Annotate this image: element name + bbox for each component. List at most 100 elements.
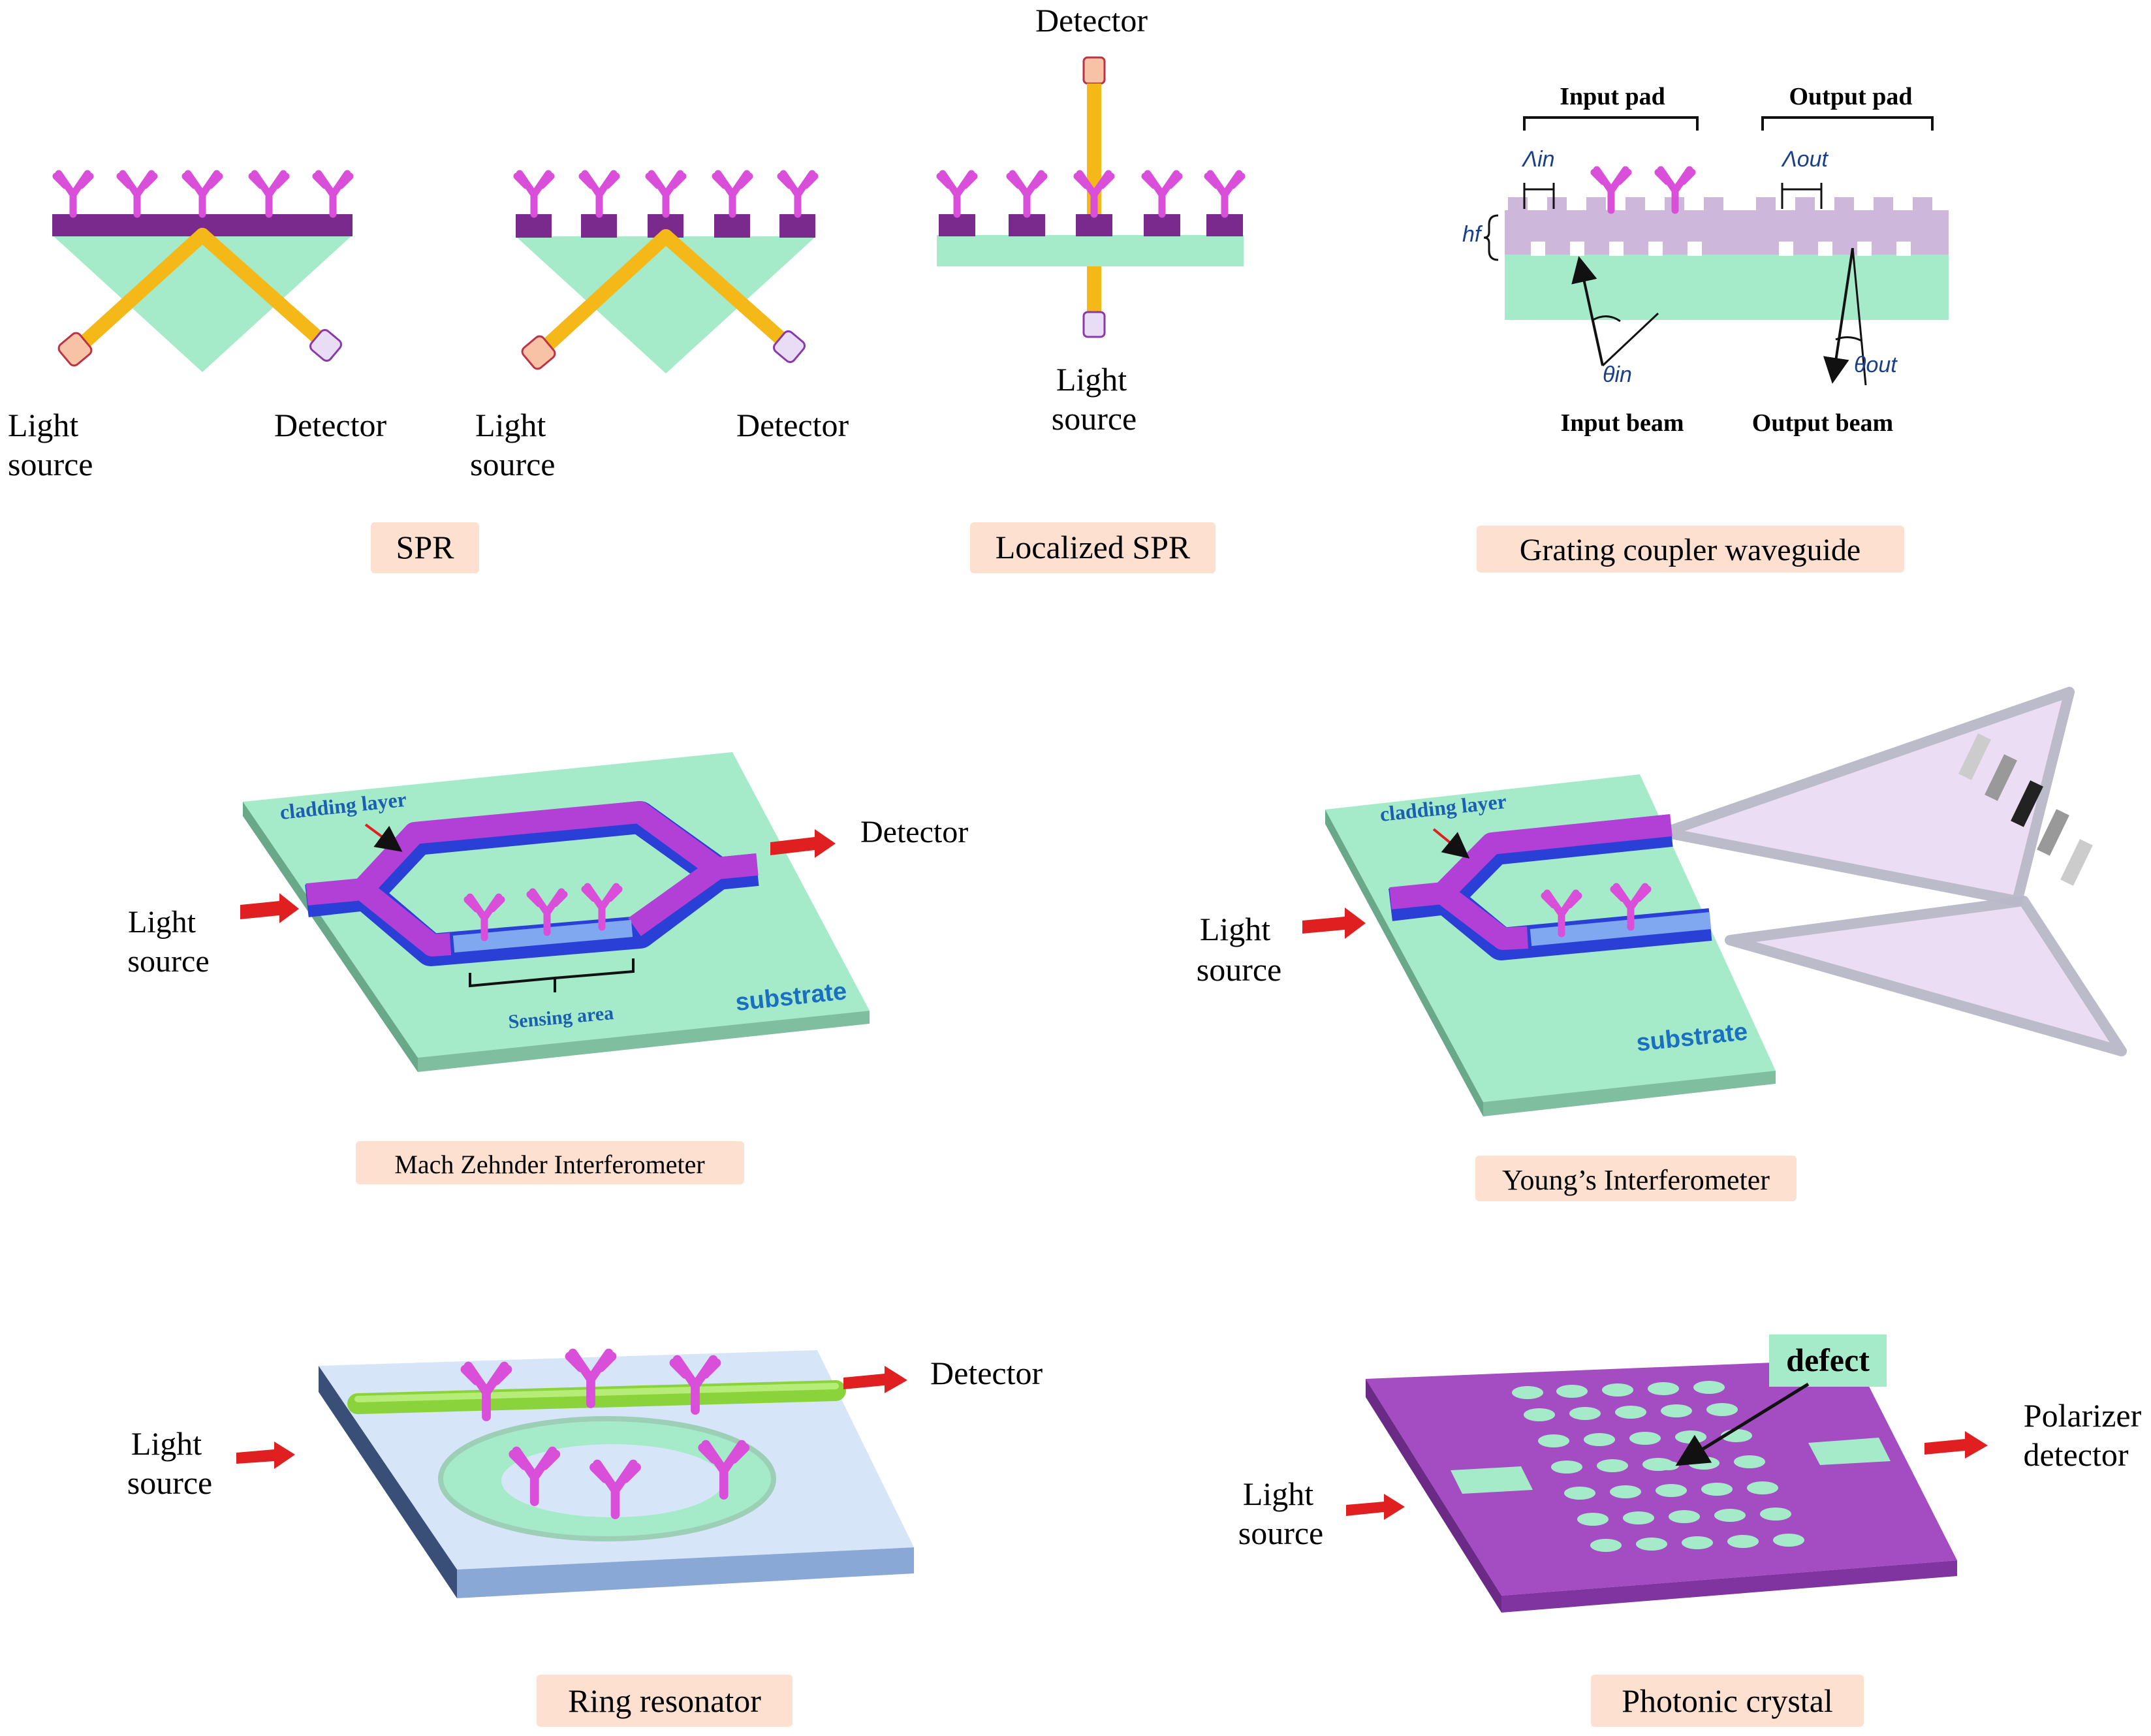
spr-caption: SPR <box>371 522 479 573</box>
spr-caption-text: SPR <box>396 529 455 565</box>
young-caption-text: Young’s Interferometer <box>1502 1164 1770 1196</box>
detector-icon <box>309 329 342 362</box>
base-front-edge <box>457 1547 914 1598</box>
light-source-label-line2: source <box>470 446 556 482</box>
base-left-edge <box>319 1366 457 1598</box>
detector-label: Detector <box>860 815 968 849</box>
output-arrow <box>1924 1431 1988 1459</box>
detector-icon <box>773 330 806 363</box>
photonic-diagram: defect Light source Polarizer detector <box>1238 1334 2142 1613</box>
light-source-label-line2: source <box>127 1464 213 1501</box>
substrate <box>937 235 1244 266</box>
ring-caption: Ring resonator <box>537 1675 793 1727</box>
lambda-out-label: Λout <box>1781 147 1829 172</box>
lambda-in-label: Λin <box>1521 147 1554 172</box>
grating-caption-text: Grating coupler waveguide <box>1520 533 1861 567</box>
antibody-row <box>56 174 350 214</box>
thickness-brace <box>1483 214 1499 261</box>
cladding-pointer <box>1432 828 1470 859</box>
output-beam-arrow <box>1823 247 1854 384</box>
cladding-upper <box>306 801 759 906</box>
detector-label: Detector <box>274 407 386 443</box>
detector-label: Detector <box>1035 2 1148 39</box>
light-source-label-line1: Light <box>1200 911 1270 947</box>
defect-pointer <box>1675 1382 1810 1466</box>
spr-diagram-left: Light source Detector <box>8 174 386 482</box>
light-source-icon <box>1082 311 1106 338</box>
output-pad-brace <box>1761 116 1934 131</box>
input-pad-label: Input pad <box>1560 83 1665 110</box>
light-source-label-line1: Light <box>8 407 78 443</box>
detector-label: Detector <box>736 407 849 443</box>
light-source-label-line2: source <box>1238 1515 1324 1551</box>
input-beam-arrow <box>1571 256 1604 366</box>
film-thickness-label: hf <box>1462 222 1483 247</box>
input-beam-label: Input beam <box>1561 409 1684 437</box>
cladding-lower-right <box>628 859 723 936</box>
crystal-slab-top <box>1366 1359 1957 1596</box>
mzi-diagram: Sensing area cladding layer substrate Li… <box>127 752 968 1072</box>
defect-label-box <box>1769 1334 1887 1387</box>
output-arrow <box>843 1366 907 1393</box>
detector-label-line2: detector <box>2023 1436 2128 1473</box>
defect-label: defect <box>1786 1342 1870 1378</box>
nanoparticles <box>939 214 1243 236</box>
lspr-caption: Localized SPR <box>970 522 1216 573</box>
output-beam-normal <box>1851 247 1867 386</box>
light-source-label-line1: Light <box>1243 1476 1313 1512</box>
light-source-label-line2: source <box>127 944 209 979</box>
detector-icon <box>1082 56 1106 85</box>
cladding-pointer <box>364 823 403 852</box>
cladding-upper <box>1389 814 1672 909</box>
sensing-area-brace <box>469 958 635 992</box>
detector-label: Detector <box>930 1355 1043 1391</box>
interference-cone-lower <box>1725 896 2127 1056</box>
bus-waveguide <box>347 1380 846 1414</box>
light-source-icon <box>57 332 93 367</box>
crystal-slab-left-edge <box>1366 1379 1501 1613</box>
spr-diagram-right: Light source Detector <box>470 174 849 482</box>
interference-fringes <box>1958 733 2093 886</box>
bus-waveguide-highlight <box>354 1383 839 1402</box>
grating-teeth-bottom <box>1531 242 1911 256</box>
light-source-label-line1: Light <box>1056 361 1127 398</box>
grating-diagram: Input pad Output pad Λin Λout hf <box>1462 83 1949 437</box>
substrate-left-edge <box>243 802 418 1072</box>
mzi-caption-text: Mach Zehnder Interferometer <box>394 1150 704 1179</box>
light-source-label-line2: source <box>1197 951 1282 988</box>
incident-beam <box>74 228 210 352</box>
light-source-label-line2: source <box>8 446 93 482</box>
theta-out-arc <box>1835 336 1862 342</box>
crystal-slab-front-edge <box>1501 1560 1957 1613</box>
grating-teeth-top <box>1508 197 1932 212</box>
antibody-row <box>517 174 815 214</box>
interference-cone-upper <box>1659 687 2075 906</box>
lspr-caption-text: Localized SPR <box>996 529 1191 565</box>
cladding-lower <box>1436 884 1528 950</box>
light-source-label-line1: Light <box>131 1425 202 1462</box>
input-beam-ray <box>1601 312 1659 367</box>
photonic-caption-text: Photonic crystal <box>1622 1682 1833 1719</box>
grating-caption: Grating coupler waveguide <box>1477 526 1904 573</box>
input-arrow <box>1346 1494 1405 1520</box>
sensing-window <box>452 920 633 953</box>
substrate-front-edge <box>1483 1071 1776 1116</box>
gold-islands <box>516 214 815 238</box>
light-source-label-line1: Light <box>475 407 546 443</box>
substrate-left-edge <box>1325 810 1483 1116</box>
light-source-label-line1: Light <box>128 905 196 939</box>
defect-cavity <box>1658 1461 1679 1470</box>
young-diagram: cladding layer substrate Light source <box>1197 687 2127 1116</box>
input-arrow <box>236 1442 295 1469</box>
ring-diagram: Light source Detector <box>127 1350 1043 1598</box>
reflected-beam <box>195 228 327 347</box>
incident-beam <box>538 229 673 355</box>
light-source-label-line2: source <box>1052 400 1137 437</box>
mzi-caption: Mach Zehnder Interferometer <box>356 1141 744 1184</box>
prism <box>516 236 816 373</box>
waveguide-substrate <box>1505 255 1949 320</box>
detector-label-line1: Polarizer <box>2024 1397 2142 1434</box>
theta-in-arc <box>1592 315 1621 323</box>
young-caption: Young’s Interferometer <box>1475 1156 1797 1201</box>
